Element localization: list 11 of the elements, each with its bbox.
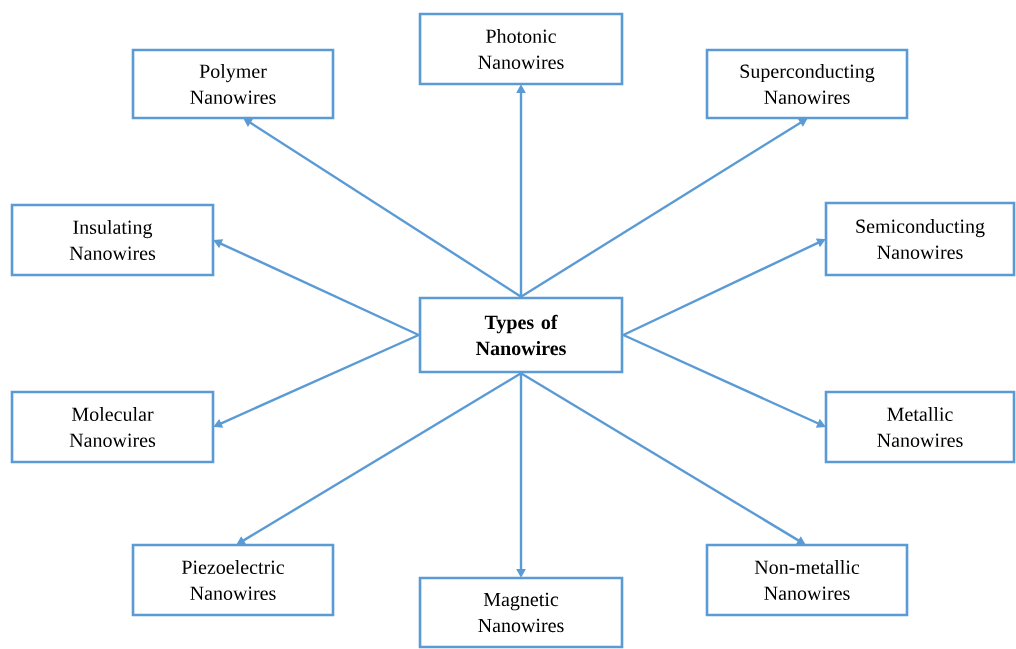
category-box: Magnetic Nanowires xyxy=(418,576,624,649)
category-box: Metallic Nanowires xyxy=(824,390,1016,464)
category-box: Semiconducting Nanowires xyxy=(824,201,1016,277)
category-box: Photonic Nanowires xyxy=(418,12,624,86)
category-box: Molecular Nanowires xyxy=(10,390,215,464)
category-box: Polymer Nanowires xyxy=(131,48,335,120)
category-box: Piezoelectric Nanowires xyxy=(131,543,335,617)
category-box: Non-metallic Nanowires xyxy=(705,543,909,617)
category-box: Superconducting Nanowires xyxy=(705,48,909,120)
hub-box: Types of Nanowires xyxy=(418,296,624,374)
category-box: Insulating Nanowires xyxy=(10,203,215,277)
